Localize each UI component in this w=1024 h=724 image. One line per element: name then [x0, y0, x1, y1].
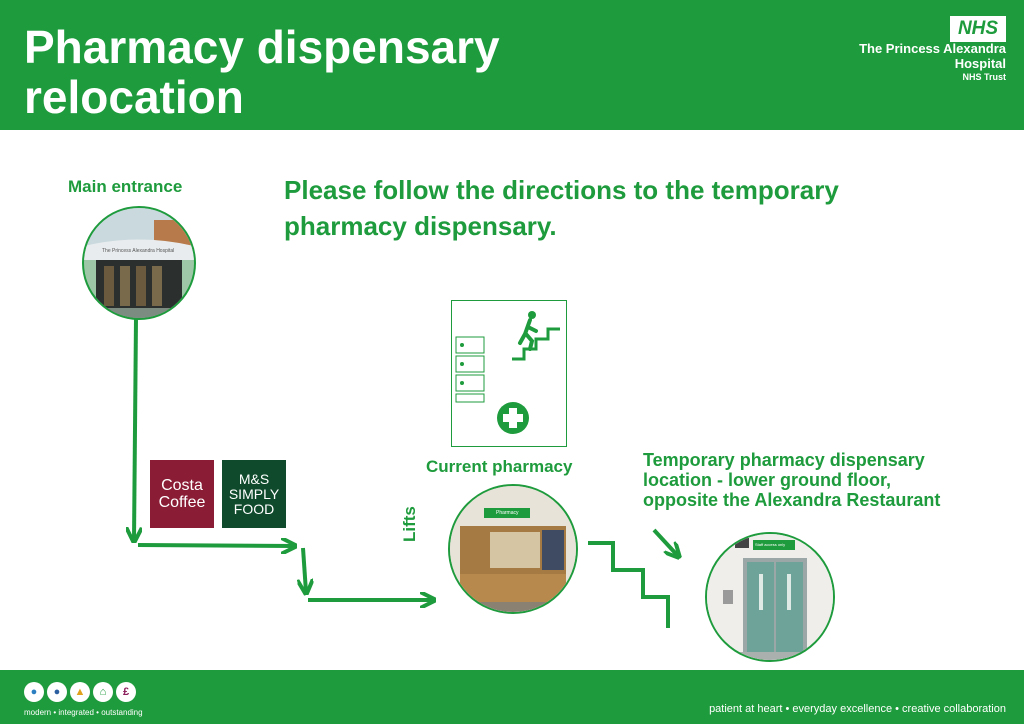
temporary-line-3: opposite the Alexandra Restaurant: [643, 490, 941, 510]
entrance-sign: The Princess Alexandra Hospital: [102, 248, 175, 254]
trust-line-2: Hospital: [954, 56, 1006, 71]
temporary-line-1: Temporary pharmacy dispensary: [643, 450, 925, 470]
home-icon: ⌂: [93, 682, 113, 702]
trust-line-3: NHS Trust: [962, 72, 1006, 82]
ms-line-2: SIMPLY: [228, 485, 280, 502]
ms-line-1: M&S: [238, 470, 270, 487]
costa-line-1: Costa: [161, 477, 203, 494]
costa-coffee-sign: Costa Coffee: [150, 460, 214, 528]
value-icons: ● ● ▲ ⌂ £: [24, 682, 136, 702]
title-line-2: relocation: [24, 71, 244, 123]
person-icon: ●: [24, 682, 44, 702]
title-line-1: Pharmacy dispensary: [24, 21, 500, 73]
door-sign: Staff access only: [755, 542, 786, 547]
pharmacy-sign: Pharmacy: [496, 510, 519, 516]
signage-panel: [451, 300, 567, 447]
people-icon: ●: [47, 682, 67, 702]
stairs-route: [588, 541, 670, 628]
trust-line-1: The Princess Alexandra: [859, 41, 1006, 56]
ms-simply-food-sign: M&S SIMPLY FOOD: [222, 460, 286, 528]
ms-line-3: FOOD: [233, 500, 275, 517]
main-entrance-label: Main entrance: [68, 177, 183, 196]
header-banner: Pharmacy dispensary relocation NHS The P…: [0, 0, 1024, 130]
stairs-icon: [512, 311, 560, 361]
temporary-line-2: location - lower ground floor,: [643, 470, 891, 490]
arrow-to-temporary: [652, 528, 678, 556]
page-title: Pharmacy dispensary relocation: [24, 22, 500, 122]
chart-icon: ▲: [70, 682, 90, 702]
costa-line-2: Coffee: [158, 494, 206, 511]
nhs-logo: NHS: [950, 16, 1006, 42]
pound-icon: £: [116, 682, 136, 702]
arrow-to-shops: [137, 545, 294, 546]
arrow-down-to-lifts: [303, 547, 306, 592]
arrow-entrance-down: [134, 317, 136, 540]
main-entrance-photo: The Princess Alexandra Hospital: [82, 206, 196, 320]
footer-banner: ● ● ▲ ⌂ £ modern • integrated • outstand…: [0, 670, 1024, 724]
current-pharmacy-photo: Pharmacy: [448, 484, 578, 614]
current-pharmacy-label: Current pharmacy: [426, 457, 573, 476]
instructions-text: Please follow the directions to the temp…: [284, 175, 839, 241]
tagline-text: patient at heart • everyday excellence •…: [709, 703, 1006, 715]
temporary-location-label: Temporary pharmacy dispensary location -…: [643, 450, 940, 510]
temporary-dispensary-photo: Staff access only: [705, 532, 835, 662]
trust-name: The Princess Alexandra Hospital NHS Trus…: [859, 41, 1006, 83]
values-text: modern • integrated • outstanding: [24, 708, 143, 717]
pharmacy-cross-icon: [497, 402, 529, 434]
